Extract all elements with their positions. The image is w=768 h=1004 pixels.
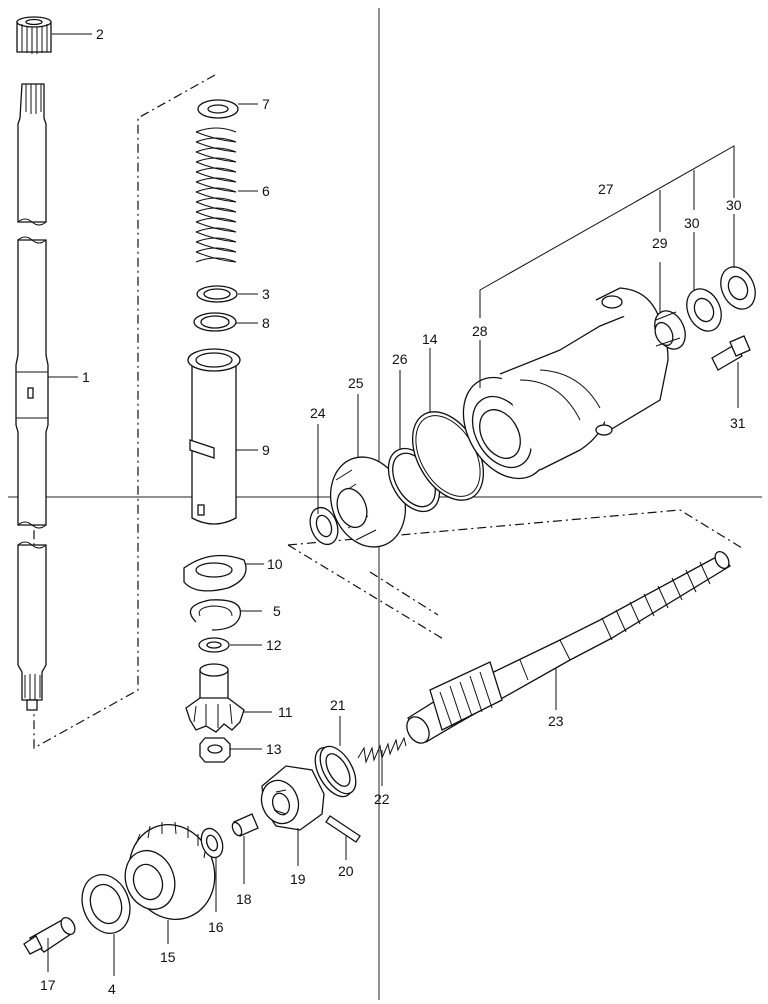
callout-20: 20 (338, 863, 354, 879)
callout-4: 4 (108, 981, 116, 997)
callout-7: 7 (262, 96, 270, 112)
callout-27: 27 (598, 181, 614, 197)
part-2-spline-coupler (16, 16, 52, 54)
assembly-bracket-shaft-top (287, 509, 743, 549)
callout-30b: 30 (726, 197, 742, 213)
part-11-pinion-gear (185, 663, 245, 733)
callout-15: 15 (160, 949, 176, 965)
assembly-bracket-inner (369, 571, 439, 616)
part-3-washer (196, 285, 238, 303)
part-1-drive-shaft (15, 83, 49, 711)
assembly-bracket-shaft-left (287, 544, 446, 641)
callout-23: 23 (548, 713, 564, 729)
callout-31: 31 (730, 415, 746, 431)
part-19-clutch-dog (260, 765, 325, 831)
callout-12: 12 (266, 637, 282, 653)
callout-22: 22 (374, 791, 390, 807)
part-12-washer (198, 637, 230, 653)
callout-2: 2 (96, 26, 104, 42)
callout-25: 25 (348, 375, 364, 391)
callout-26: 26 (392, 351, 408, 367)
callout-18: 18 (236, 891, 252, 907)
part-9-shaft-tube (187, 348, 241, 525)
callout-21: 21 (330, 697, 346, 713)
leader-lines (47, 33, 739, 976)
part-24-washer (309, 506, 339, 546)
part-18-shift-plunger (231, 813, 259, 837)
callout-1: 1 (82, 369, 90, 385)
callout-29: 29 (652, 235, 668, 251)
part-31-bolt (711, 335, 751, 371)
part-5-circlip (189, 599, 242, 631)
part-23-propeller-shaft (406, 550, 732, 744)
callout-30a: 30 (684, 215, 700, 231)
callout-6: 6 (262, 183, 270, 199)
callout-19: 19 (290, 871, 306, 887)
callout-5: 5 (273, 603, 281, 619)
callout-11: 11 (278, 704, 293, 720)
callout-28: 28 (472, 323, 488, 339)
part-21-ring (314, 745, 357, 798)
part-7-washer (197, 99, 239, 119)
callout-13: 13 (266, 741, 282, 757)
callout-9: 9 (262, 442, 270, 458)
part-13-nut (199, 737, 231, 763)
part-29-needle-bearing (654, 310, 686, 350)
part-10-plate (183, 554, 247, 592)
part-8-circlip (193, 312, 237, 332)
part-20-cross-pin (325, 815, 361, 843)
part-16-washer (200, 827, 224, 859)
part-30-oil-seal-a (686, 288, 722, 332)
part-17-pin (23, 916, 76, 955)
callout-3: 3 (262, 286, 270, 302)
part-6-spring (195, 127, 237, 263)
callout-8: 8 (262, 315, 270, 331)
callout-16: 16 (208, 919, 224, 935)
callout-labels: 2 7 6 3 8 9 1 10 5 12 11 13 17 4 15 16 1… (40, 26, 746, 997)
part-4-thrust-washer (81, 874, 131, 934)
callout-10: 10 (267, 556, 283, 572)
callout-14: 14 (422, 331, 438, 347)
callout-17: 17 (40, 977, 56, 993)
part-30-oil-seal-b (720, 266, 756, 310)
part-14-large-o-ring (411, 411, 485, 501)
assembly-bracket-left (33, 74, 216, 750)
callout-24: 24 (310, 405, 326, 421)
part-15-forward-gear (124, 821, 216, 920)
